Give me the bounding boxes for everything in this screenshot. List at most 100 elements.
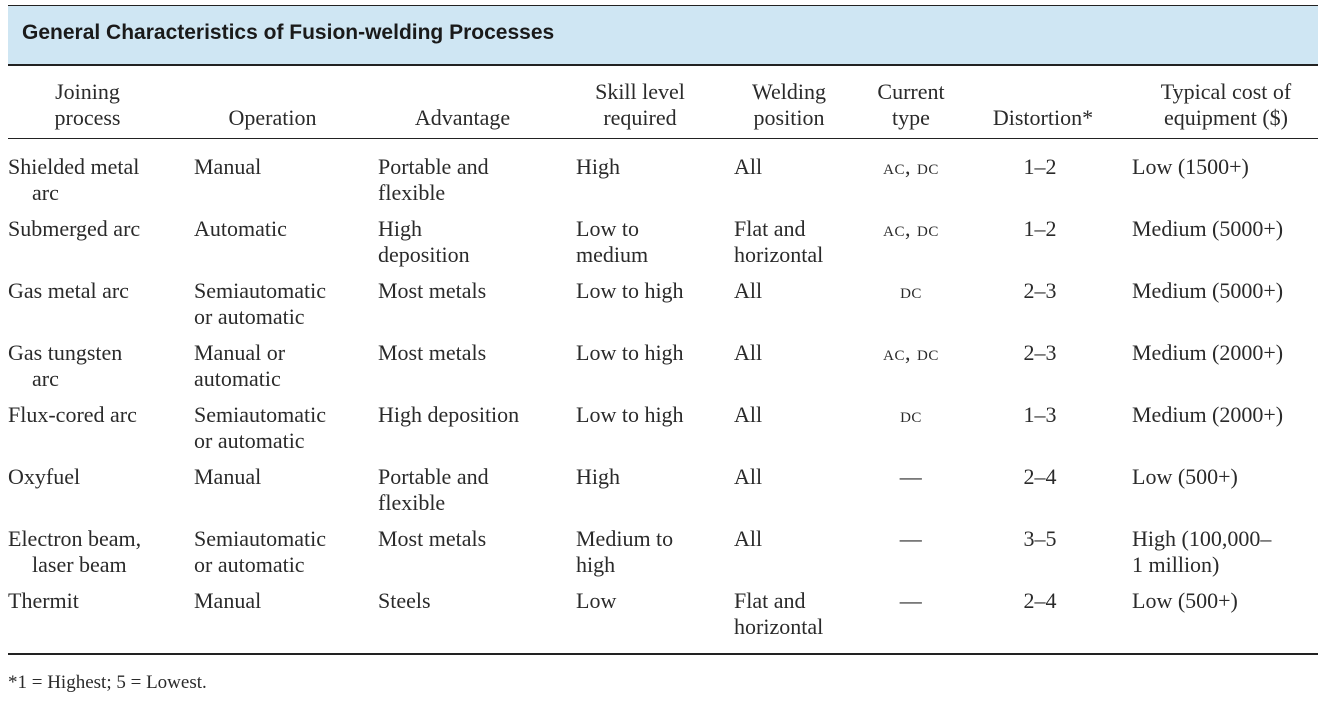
cell-current-line: ac, dc: [883, 216, 939, 241]
cell-operation-line: Automatic: [194, 216, 287, 241]
cell-cost: Medium (2000+): [1132, 340, 1322, 366]
cell-current-line: ac, dc: [883, 154, 939, 179]
cell-position: All: [734, 464, 864, 490]
cell-distortion: 2–4: [1023, 588, 1057, 613]
header-skill-level-line: required: [603, 105, 677, 130]
header-advantage-line: Advantage: [414, 105, 511, 130]
cell-distortion: 3–5: [1023, 526, 1057, 551]
cell-operation-line: or automatic: [194, 552, 305, 577]
cell-operation: Manual: [194, 464, 374, 490]
header-distortion: Distortion*: [978, 105, 1108, 131]
cell-position: All: [734, 278, 864, 304]
cell-position-line: All: [734, 526, 763, 551]
cell-position: All: [734, 154, 864, 180]
cell-current-line: dc: [900, 402, 922, 427]
header-distortion-line: Distortion*: [992, 105, 1094, 130]
cell-distortion: 2–3: [1023, 278, 1057, 303]
cell-current: ac, dc: [862, 340, 960, 366]
cell-process-line: laser beam: [32, 552, 127, 577]
cell-advantage: Most metals: [378, 278, 568, 304]
header-top-rule: [8, 64, 1318, 66]
cell-process-line: Shielded metal: [8, 154, 140, 179]
cell-advantage-line: deposition: [378, 242, 470, 267]
cell-position: All: [734, 402, 864, 428]
cell-cost: Medium (5000+): [1132, 216, 1322, 242]
cell-cost: High (100,000–1 million): [1132, 526, 1322, 578]
header-welding-position-line: Welding: [752, 79, 826, 104]
cell-process-line: Oxyfuel: [8, 464, 81, 489]
cell-cost-line: Medium (5000+): [1132, 278, 1284, 303]
cell-skill-line: Medium to: [576, 526, 674, 551]
header-skill-level-line: Skill level: [595, 79, 685, 104]
header-cost-line: Typical cost of: [1160, 79, 1292, 104]
cell-operation-line: Manual: [194, 464, 262, 489]
header-current-type-line: Current: [877, 79, 945, 104]
table-title-bar: General Characteristics of Fusion-weldin…: [8, 5, 1318, 65]
cell-current-line: dc: [900, 278, 922, 303]
cell-process: Oxyfuel: [8, 464, 188, 490]
cell-current: —: [862, 464, 960, 490]
cell-skill-line: Low to: [576, 216, 639, 241]
cell-position-line: Flat and: [734, 588, 806, 613]
cell-cost: Low (1500+): [1132, 154, 1322, 180]
cell-operation: Manual: [194, 588, 374, 614]
table-footnote: *1 = Highest; 5 = Lowest.: [8, 672, 207, 693]
cell-cost-line: High (100,000–: [1132, 526, 1272, 551]
table-bottom-rule: [8, 653, 1318, 655]
table-title: General Characteristics of Fusion-weldin…: [22, 21, 555, 44]
cell-position-line: horizontal: [734, 242, 824, 267]
header-welding-position-line: position: [753, 105, 825, 130]
cell-advantage-line: Portable and: [378, 154, 489, 179]
cell-cost-line: Low (500+): [1132, 588, 1238, 613]
cell-advantage: High deposition: [378, 402, 568, 428]
cell-process: Thermit: [8, 588, 188, 614]
cell-skill: Low to high: [576, 278, 726, 304]
cell-position-line: All: [734, 402, 763, 427]
cell-process-line: arc: [32, 180, 59, 205]
cell-operation-line: or automatic: [194, 304, 305, 329]
cell-process-line: Electron beam,: [8, 526, 142, 551]
cell-process-line: Submerged arc: [8, 216, 141, 241]
cell-skill: High: [576, 154, 726, 180]
cell-skill-line: high: [576, 552, 616, 577]
cell-process-line: Gas metal arc: [8, 278, 129, 303]
cell-skill-line: Low to high: [576, 340, 684, 365]
cell-skill-line: medium: [576, 242, 649, 267]
cell-current: dc: [862, 278, 960, 304]
cell-position: All: [734, 526, 864, 552]
cell-skill: High: [576, 464, 726, 490]
cell-cost: Low (500+): [1132, 464, 1322, 490]
cell-advantage-line: High deposition: [378, 402, 520, 427]
cell-distortion: 2–4: [1023, 464, 1057, 489]
header-operation: Operation: [200, 105, 345, 131]
cell-position-line: All: [734, 340, 763, 365]
cell-advantage: Most metals: [378, 340, 568, 366]
cell-process: Gas metal arc: [8, 278, 188, 304]
header-bottom-rule: [8, 138, 1318, 139]
cell-distortion: 1–3: [1023, 402, 1057, 427]
cell-operation-line: Semiautomatic: [194, 278, 326, 303]
cell-operation-line: Manual or: [194, 340, 286, 365]
cell-cost: Medium (5000+): [1132, 278, 1322, 304]
cell-cost-line: Medium (2000+): [1132, 402, 1284, 427]
cell-advantage-line: Most metals: [378, 278, 487, 303]
cell-current-line: —: [899, 588, 923, 613]
cell-skill-line: Low: [576, 588, 617, 613]
cell-skill: Low to high: [576, 340, 726, 366]
cell-advantage-line: Portable and: [378, 464, 489, 489]
cell-advantage-line: Steels: [378, 588, 431, 613]
cell-distortion: 1–2: [1023, 216, 1057, 241]
cell-current: —: [862, 588, 960, 614]
cell-position-line: Flat and: [734, 216, 806, 241]
